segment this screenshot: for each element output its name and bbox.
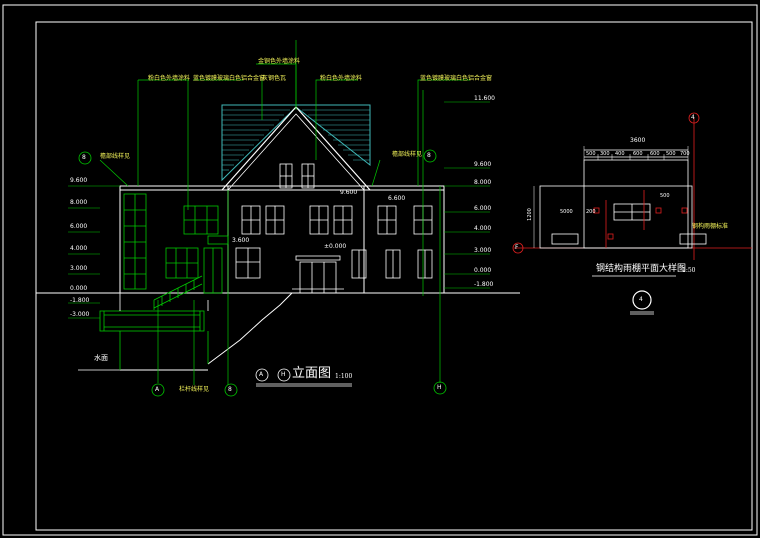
detail-dim-seg: 500 <box>666 151 676 157</box>
level-left: -3.000 <box>70 311 90 318</box>
level-right: 6.000 <box>474 205 492 212</box>
mid-level: ±0.000 <box>324 243 347 250</box>
bubble-bottom: 8 <box>228 386 232 393</box>
outer-border <box>2 4 758 536</box>
level-right: 8.000 <box>474 179 492 186</box>
axis-label-h: H <box>437 384 442 391</box>
elevation-scale: 1:100 <box>335 373 353 380</box>
callout-eave-right: 檐部线样见 <box>392 151 423 158</box>
callout-wall-paint-right: 粉白色外墙涂料 <box>320 75 363 82</box>
bubble-left: 8 <box>82 154 86 161</box>
detail-inner-label: 500 <box>660 193 670 199</box>
detail-note: 钢构雨棚标准 <box>692 223 729 230</box>
detail-scale: 1:50 <box>682 267 696 274</box>
detail-axis-label: F <box>515 244 519 251</box>
detail-bubble: 4 <box>639 296 643 303</box>
level-right: 3.000 <box>474 247 492 254</box>
callout-roof-tile: 灰钢色瓦 <box>262 75 287 82</box>
level-right: 11.600 <box>474 95 495 102</box>
bubble-right: 8 <box>427 152 431 159</box>
level-left: 9.600 <box>70 177 88 184</box>
axis-label-a: A <box>155 386 160 393</box>
title-axis-circles <box>255 368 352 387</box>
callout-wall-paint-left: 粉白色外墙涂料 <box>148 75 191 82</box>
detail-axis-mark: 4 <box>691 114 695 121</box>
level-right: -1.800 <box>474 281 494 288</box>
level-ticks <box>68 101 490 319</box>
detail-inner-label: 5000 <box>560 209 573 215</box>
level-left: 3.000 <box>70 265 88 272</box>
roof <box>221 104 371 191</box>
detail-dim-left: 1200 <box>526 208 533 221</box>
gable-windows <box>235 163 433 294</box>
level-left: 0.000 <box>70 285 88 292</box>
detail-dim-total: 3600 <box>630 137 646 144</box>
detail-dim-seg: 600 <box>633 151 643 157</box>
mid-level: 3.600 <box>232 237 250 244</box>
callout-railing: 栏杆线样见 <box>179 386 210 393</box>
level-left: 4.000 <box>70 245 88 252</box>
callout-glass-window-left: 蓝色镀膜玻璃白色铝合金窗 <box>193 75 266 82</box>
level-left: -1.800 <box>70 297 90 304</box>
title-axis-a: A <box>259 371 264 378</box>
detail-dim-seg: 600 <box>650 151 660 157</box>
left-wing <box>99 193 229 370</box>
level-right: 4.000 <box>474 225 492 232</box>
mid-level: 9.600 <box>340 189 358 196</box>
platform-supports <box>119 293 209 311</box>
detail-dim-seg: 400 <box>615 151 625 157</box>
main-facade <box>119 185 445 294</box>
title-axis-h: H <box>281 371 286 378</box>
level-left: 8.000 <box>70 199 88 206</box>
detail-title: 钢结构雨棚平面大样图 <box>596 264 687 274</box>
detail-dim-seg: 300 <box>600 151 610 157</box>
mid-level: 6.600 <box>388 195 406 202</box>
leader-lines <box>99 40 470 385</box>
inner-border <box>35 21 753 531</box>
callout-gold-paint: 金铜色外墙涂料 <box>258 58 301 65</box>
callout-glass-window-right: 蓝色镀膜玻璃白色铝合金窗 <box>420 75 493 82</box>
canopy-detail <box>512 112 752 315</box>
detail-dim-seg: 500 <box>586 151 596 157</box>
detail-inner-label: 200 <box>586 209 596 215</box>
detail-dim-seg: 700 <box>680 151 690 157</box>
level-right: 0.000 <box>474 267 492 274</box>
level-right: 9.600 <box>474 161 492 168</box>
callout-eave-left: 檐部线样见 <box>100 153 131 160</box>
elevation-title: 立面图 <box>292 366 332 381</box>
terrain-slope <box>207 292 293 365</box>
water-label: 水面 <box>94 354 108 362</box>
level-left: 6.000 <box>70 223 88 230</box>
axis-markers <box>78 149 447 397</box>
